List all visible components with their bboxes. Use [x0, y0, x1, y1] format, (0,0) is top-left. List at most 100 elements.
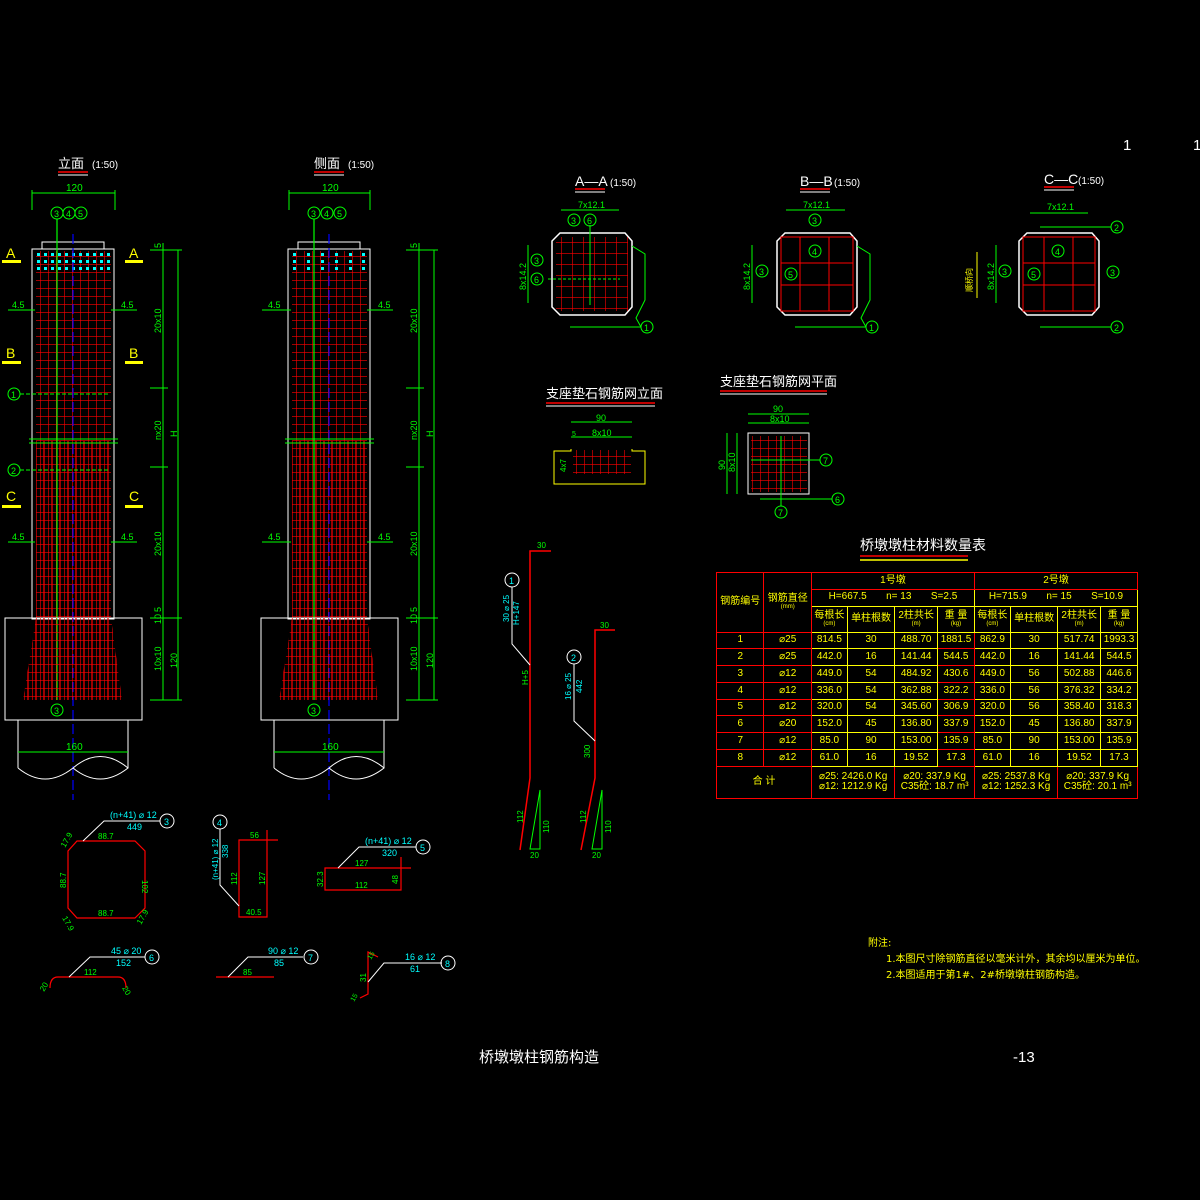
- svg-text:17.9: 17.9: [135, 908, 151, 926]
- svg-text:8x10: 8x10: [592, 428, 612, 438]
- svg-text:30: 30: [600, 621, 609, 630]
- bearing-plan: 支座垫石钢筋网平面 90 8x10 90 8x10 7 6 7: [717, 374, 845, 519]
- table-cell: 136.80: [1057, 715, 1102, 734]
- table-cell: 85.0: [973, 732, 1011, 751]
- svg-text:31: 31: [359, 973, 368, 982]
- svg-text:4x7: 4x7: [559, 459, 568, 472]
- svg-text:442: 442: [575, 679, 584, 693]
- svg-text:B: B: [129, 345, 138, 361]
- svg-text:6: 6: [835, 495, 840, 505]
- svg-text:8x10: 8x10: [770, 414, 790, 424]
- svg-text:88.7: 88.7: [59, 872, 68, 888]
- svg-text:5: 5: [409, 607, 419, 612]
- svg-text:160: 160: [322, 742, 339, 753]
- table-cell: 136.80: [894, 715, 939, 734]
- svg-text:4.5: 4.5: [378, 300, 391, 310]
- view-title: 立面: [58, 157, 84, 172]
- svg-text:5: 5: [420, 843, 425, 853]
- svg-text:3: 3: [812, 216, 817, 226]
- table-cell: 1993.3: [1100, 631, 1138, 650]
- svg-text:3: 3: [311, 706, 316, 716]
- section-aa: A—A (1:50) 7x12.1 8x14.2 3 6 3 6 1: [518, 173, 654, 334]
- svg-text:7x12.1: 7x12.1: [803, 200, 830, 210]
- svg-text:112: 112: [230, 872, 239, 885]
- table-cell: 54: [846, 698, 896, 717]
- table-cell: 16: [846, 648, 896, 667]
- svg-text:nx20: nx20: [153, 420, 163, 440]
- svg-text:4: 4: [66, 209, 71, 219]
- svg-text:20: 20: [38, 980, 51, 993]
- table-cell: 488.70: [894, 631, 939, 650]
- view-title: 支座垫石钢筋网立面: [546, 386, 663, 402]
- svg-text:120: 120: [169, 653, 179, 668]
- table-param-row: H=667.5 n= 13 S=2.5 H=715.9 n= 15 S=10.9: [717, 588, 1139, 607]
- svg-text:30 ⌀ 25: 30 ⌀ 25: [502, 594, 511, 622]
- total-label: 合 计: [716, 765, 812, 800]
- th-pier-1: 1号墩: [810, 572, 975, 590]
- elevation-view: 立面 (1:50) 120 3 4 5 A: [2, 157, 182, 800]
- table-cell: 2: [715, 648, 765, 667]
- svg-text:7x12.1: 7x12.1: [1047, 202, 1074, 212]
- svg-text:(1:50): (1:50): [1078, 176, 1104, 187]
- svg-text:nx20: nx20: [409, 420, 419, 440]
- corner-mark: 1: [1123, 137, 1131, 154]
- table-cell: 318.3: [1100, 698, 1138, 717]
- svg-text:10: 10: [409, 614, 419, 624]
- svg-text:32.3: 32.3: [316, 871, 325, 887]
- svg-text:1: 1: [644, 323, 649, 333]
- table-cell: 337.9: [937, 715, 975, 734]
- table-cell: 135.9: [1100, 732, 1138, 751]
- svg-text:88.7: 88.7: [98, 909, 114, 918]
- table-cell: 544.5: [1100, 648, 1138, 667]
- table-cell: 16: [1009, 648, 1059, 667]
- bar-detail-1: 30 H+5 112 1 30 ⌀ 25 H+147 20 110: [502, 541, 551, 860]
- svg-text:127: 127: [355, 859, 369, 868]
- table-title: 桥墩墩柱材料数量表: [860, 538, 986, 554]
- table-cell: 61.0: [810, 749, 848, 767]
- table-cell: ⌀12: [763, 698, 812, 717]
- table-cell: 320.0: [810, 698, 848, 717]
- table-cell: 16: [846, 749, 896, 767]
- svg-text:61: 61: [410, 964, 420, 974]
- svg-text:5: 5: [337, 209, 342, 219]
- section-marker-b: B B: [2, 345, 143, 364]
- svg-text:C: C: [6, 488, 16, 504]
- table-cell: 16: [1009, 749, 1059, 767]
- svg-text:4: 4: [812, 247, 817, 257]
- svg-text:5: 5: [78, 209, 83, 219]
- table-cell: 442.0: [973, 648, 1011, 667]
- table-cell: 430.6: [937, 665, 975, 683]
- table-cell: 814.5: [810, 631, 848, 650]
- table-cell: 322.2: [937, 681, 975, 700]
- svg-text:4: 4: [217, 818, 222, 828]
- svg-text:112: 112: [516, 810, 525, 823]
- table-cell: 7: [715, 732, 765, 751]
- svg-text:H: H: [425, 431, 435, 438]
- callout-group: 3 4 5: [50, 206, 88, 220]
- svg-text:5: 5: [572, 431, 576, 438]
- corner-mark: 1: [1193, 137, 1200, 154]
- table-cell: 17.3: [1100, 749, 1138, 767]
- notes-heading: 附注:: [868, 938, 892, 949]
- svg-text:152: 152: [116, 958, 131, 968]
- svg-text:3: 3: [759, 267, 764, 277]
- svg-text:4.5: 4.5: [378, 532, 391, 542]
- svg-text:300: 300: [583, 744, 592, 758]
- bar-detail-6: 6 45 ⌀ 20 152 112 20 20: [38, 946, 160, 997]
- table-cell: ⌀25: [763, 631, 812, 650]
- svg-text:6: 6: [534, 275, 539, 285]
- svg-text:3: 3: [54, 706, 59, 716]
- table-cell: ⌀12: [763, 681, 812, 700]
- table-cell: ⌀20: [763, 715, 812, 734]
- table-cell: 544.5: [937, 648, 975, 667]
- table-cell: 1: [715, 631, 765, 650]
- table-cell: 85.0: [810, 732, 848, 751]
- table-cell: 4: [715, 681, 765, 700]
- svg-text:40.5: 40.5: [246, 908, 262, 917]
- svg-text:56: 56: [250, 831, 259, 840]
- svg-text:B: B: [6, 345, 15, 361]
- notes: 附注: 1.本图尺寸除钢筋直径以毫米计外，其余均以厘米为单位。 2.本图适用于第…: [868, 936, 1146, 984]
- svg-text:2: 2: [1114, 323, 1119, 333]
